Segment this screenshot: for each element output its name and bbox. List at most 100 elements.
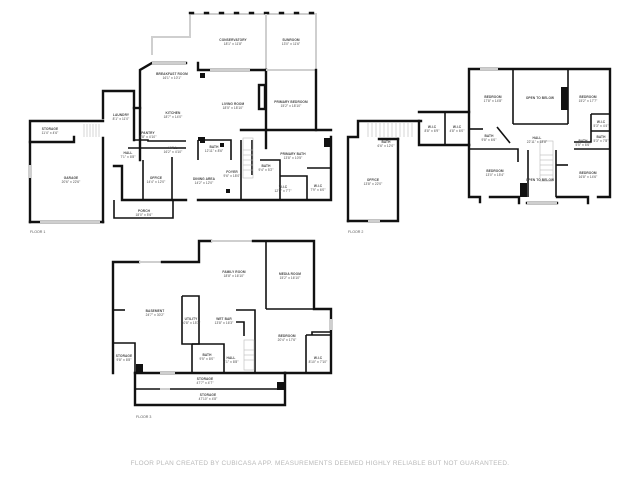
room-dims: 4'1" x 8'8"	[223, 360, 239, 364]
room-dims: 9'8" x 6'6"	[481, 138, 497, 142]
room-dims: 18'7" x 14'0"	[163, 115, 183, 119]
room-dims: 16'2" x 4'10"	[163, 150, 183, 154]
room-name: MEDIA ROOM	[279, 272, 301, 277]
room-dims: 15'2" x 17'7"	[578, 99, 598, 103]
room-name: WET BAR	[216, 317, 232, 322]
room-dims: 8'1" x 11'0"	[112, 117, 130, 121]
room-name: OFFICE	[366, 178, 380, 183]
room-dims: 8'10" x 7'10"	[308, 360, 328, 364]
room-dims: 13'0" x 15'4"	[485, 173, 505, 177]
room-dims: 18'8" x 16'10"	[223, 274, 245, 278]
room-name: FAMILY ROOM	[222, 270, 246, 275]
room-name: HALL	[532, 136, 542, 141]
room-name: OPEN TO BELOW	[525, 178, 555, 183]
room-dims: 9'5" x 8'0"	[199, 357, 215, 361]
room-name: GARAGE	[63, 176, 79, 181]
room-dims: 15'2" x 16'10"	[279, 276, 301, 280]
room-name: W.I.C	[313, 356, 323, 361]
room-name: BATH	[578, 139, 588, 144]
room-name: BEDROOM	[484, 95, 502, 100]
room-name: BATH	[261, 164, 271, 169]
room-dims: 14'4" x 12'0"	[146, 180, 166, 184]
room-name: BATH	[381, 140, 391, 145]
room-name: BATH	[484, 134, 494, 139]
room-name: STORAGE	[199, 393, 217, 398]
room-name: HALL	[123, 151, 133, 156]
floor-3-walls	[111, 239, 333, 407]
room-dims: 7'1" x 8'8"	[120, 155, 136, 159]
disclaimer-footer: FLOOR PLAN CREATED BY CUBICASA APP. MEAS…	[130, 460, 510, 467]
room-name: BEDROOM	[278, 334, 296, 339]
room-name: KITCHEN	[165, 111, 181, 116]
room-dims: 18'5" x 18'10"	[222, 106, 244, 110]
room-name: HALL	[226, 356, 236, 361]
room-dims: 12'11" x 8'6"	[204, 149, 224, 153]
room-name: BATH	[202, 353, 212, 358]
room-dims: 16'8" x 14'6"	[578, 175, 598, 179]
room-name: STORAGE	[115, 354, 133, 359]
room-name: W.I.C	[427, 125, 437, 130]
floor-1-walls	[28, 11, 333, 224]
room-name: STORAGE	[41, 127, 59, 132]
room-open-to-below: OPEN TO BELOW	[526, 96, 554, 101]
room-dims: 5'3" x 4'4"	[593, 124, 609, 128]
room-dims: 22'11" x 18'8"	[526, 140, 548, 144]
room-dims: 18'1" x 11'8"	[223, 42, 243, 46]
room-dims: 6'6" x 12'0"	[377, 144, 395, 148]
room-name: CONSERVATORY	[219, 38, 247, 43]
room-name: BEDROOM	[579, 171, 597, 176]
room-name: PRIMARY BEDROOM	[274, 100, 308, 105]
room-name: W.I.C	[313, 184, 323, 189]
floor-label: FLOOR 3	[136, 415, 152, 419]
room-dims: 9'4" x 5'2"	[258, 168, 274, 172]
room-open-to-below: OPEN TO BELOW	[525, 178, 555, 183]
room-dims: 9'8" x 8'8"	[116, 358, 132, 362]
room-dims: 20'6" x 22'6"	[61, 180, 81, 184]
room-name: BATH	[596, 135, 606, 140]
room-dims: 8'8" x 6'9"	[424, 129, 440, 133]
room-name: PANTRY	[141, 131, 155, 136]
room-dims: 47'7" x 4'7"	[196, 381, 214, 385]
room-dims: 13'0" x 11'6"	[281, 42, 301, 46]
room-name: BREAKFAST ROOM	[156, 72, 188, 77]
room-name: SUNROOM	[282, 38, 300, 43]
room-name: BEDROOM	[486, 169, 504, 174]
room-name: UTILITY	[184, 317, 198, 322]
room-name: STORAGE	[196, 377, 214, 382]
room-dims: 10'8" x 15'3"	[181, 321, 201, 325]
room-name: W.I.C	[452, 125, 462, 130]
room-dims: 18'0" x 5'6"	[135, 213, 153, 217]
room-dims: 5'8" x 4'10"	[139, 135, 157, 139]
floor-label: FLOOR 2	[348, 230, 364, 234]
